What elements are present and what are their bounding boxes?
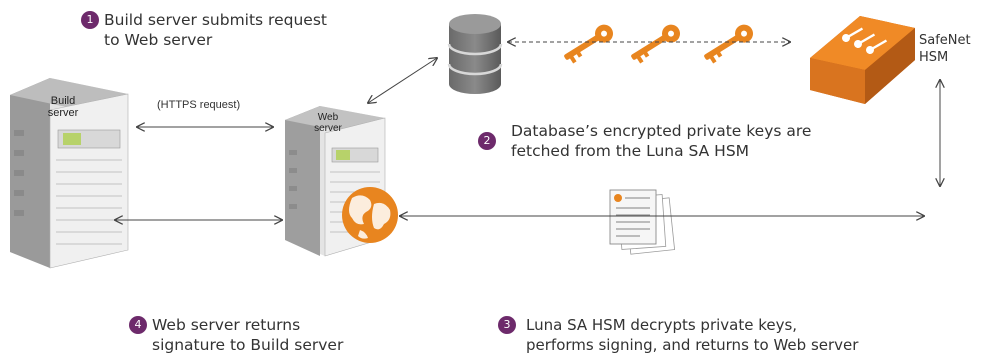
web-server-label: Web server — [306, 112, 350, 134]
build-server-icon — [10, 78, 129, 269]
step-text-line2: fetched from the Luna SA HSM — [511, 142, 750, 160]
step-badge: 4 — [129, 316, 147, 334]
hsm-label-line2: HSM — [919, 50, 949, 65]
https-request-label: (HTTPS request) — [157, 99, 241, 111]
documents-icon — [609, 189, 676, 255]
build-server-label-line1: Build — [50, 95, 76, 107]
hsm-appliance-icon — [810, 16, 915, 104]
key-icon — [631, 24, 681, 64]
step-text-line1: Build server submits request — [104, 11, 327, 29]
globe-icon — [342, 187, 398, 243]
step-badge: 2 — [478, 132, 496, 150]
build-server-label-line2: server — [47, 107, 79, 119]
database-icon — [447, 14, 503, 94]
step-text: Database’s encrypted private keys are fe… — [511, 121, 811, 161]
hsm-label: SafeNet HSM — [919, 32, 971, 66]
key-icon — [564, 24, 614, 64]
step-text-line2: signature to Build server — [152, 336, 344, 354]
step-text: Build server submits request to Web serv… — [104, 10, 327, 50]
web-server-label-line1: Web — [317, 112, 339, 123]
build-server-label: Build server — [38, 95, 88, 119]
web-database-arrow — [368, 58, 437, 103]
step-badge: 3 — [498, 316, 516, 334]
key-icon — [704, 24, 754, 64]
step-text: Luna SA HSM decrypts private keys, perfo… — [526, 315, 858, 355]
hsm-label-line1: SafeNet — [919, 33, 971, 48]
step-text-line2: performs signing, and returns to Web ser… — [526, 336, 859, 354]
step-text-line2: to Web server — [104, 31, 213, 49]
step-text: Web server returns signature to Build se… — [152, 315, 343, 355]
step-badge: 1 — [81, 11, 99, 29]
step-text-line1: Database’s encrypted private keys are — [511, 122, 812, 140]
step-text-line1: Luna SA HSM decrypts private keys, — [526, 316, 798, 334]
web-server-label-line2: server — [314, 123, 342, 134]
step-text-line1: Web server returns — [152, 316, 301, 334]
